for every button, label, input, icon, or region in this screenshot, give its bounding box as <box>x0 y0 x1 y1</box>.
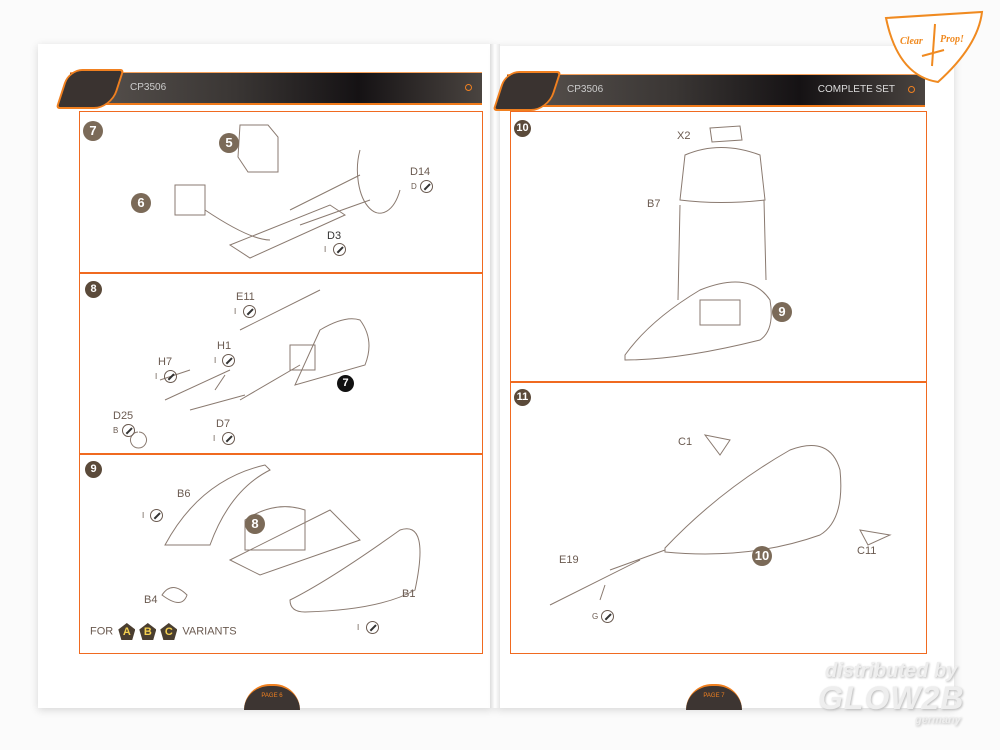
part-label: B1 <box>402 588 416 600</box>
svg-text:Prop!: Prop! <box>940 34 964 45</box>
clear-prop-logo: Clear Prop! <box>884 10 984 84</box>
set-label: COMPLETE SET <box>817 84 895 95</box>
part-label: D14 <box>410 166 431 178</box>
variant-badge-b: B <box>139 623 157 640</box>
left-header-bar: CP3506 <box>55 69 482 109</box>
paint-icon <box>366 621 379 634</box>
product-code: CP3506 <box>130 82 167 93</box>
watermark-line1: distributed by <box>825 660 958 682</box>
subassembly-badge: 10 <box>752 546 772 566</box>
svg-text:Clear: Clear <box>900 36 923 47</box>
part-label: D3 <box>327 230 342 242</box>
product-code: CP3506 <box>567 84 604 95</box>
part-label: B7 <box>647 198 661 210</box>
part-label: H1 <box>217 340 232 352</box>
paint-icon <box>333 243 346 256</box>
paint-icon <box>222 354 235 367</box>
variants-prefix: FOR <box>90 625 114 638</box>
step-badge: 8 <box>85 281 102 298</box>
part-label: E11 <box>236 291 255 303</box>
part-label: B4 <box>144 594 158 606</box>
part-label: X2 <box>677 130 691 142</box>
step-9-panel <box>79 453 483 654</box>
header-dot-icon <box>465 84 472 91</box>
part-label: C11 <box>857 545 877 557</box>
right-page <box>496 46 954 708</box>
watermark-line2: GLOW2B <box>818 680 965 716</box>
step-11-panel <box>510 381 927 654</box>
part-qty: B <box>113 426 119 435</box>
paint-icon <box>122 424 135 437</box>
part-label: H7 <box>158 356 173 368</box>
part-qty: I <box>213 434 216 443</box>
part-qty: I <box>357 623 360 632</box>
part-qty: I <box>214 356 217 365</box>
step-badge: 11 <box>514 389 531 406</box>
step-badge: 7 <box>83 121 103 141</box>
watermark-line3: germany <box>915 714 961 726</box>
booklet-spine <box>490 44 500 708</box>
part-qty: I <box>142 511 145 520</box>
right-header-bar: CP3506 COMPLETE SET <box>492 71 925 111</box>
variant-badge-c: C <box>160 623 178 640</box>
subassembly-badge: 9 <box>772 302 792 322</box>
step-badge: 10 <box>514 120 531 137</box>
part-qty: D <box>411 182 417 191</box>
part-qty: I <box>155 372 158 381</box>
paint-icon <box>222 432 235 445</box>
header-dot-icon <box>908 86 915 93</box>
part-label: C1 <box>678 436 693 448</box>
subassembly-badge: 8 <box>245 514 265 534</box>
paint-icon <box>601 610 614 623</box>
subassembly-badge: 6 <box>131 193 151 213</box>
step-badge: 9 <box>85 461 102 478</box>
part-qty: G <box>592 612 599 621</box>
subassembly-badge: 7 <box>337 375 354 392</box>
paint-icon <box>420 180 433 193</box>
part-label: B6 <box>177 488 191 500</box>
part-label: D7 <box>216 418 231 430</box>
part-qty: I <box>324 245 327 254</box>
variants-suffix: VARIANTS <box>182 625 237 638</box>
variant-badge-a: A <box>118 623 136 640</box>
step-7-panel <box>79 111 483 274</box>
step-10-panel <box>510 111 927 383</box>
paint-icon <box>164 370 177 383</box>
part-label: E19 <box>559 554 579 566</box>
paint-icon <box>150 509 163 522</box>
subassembly-badge: 5 <box>219 133 239 153</box>
part-qty: I <box>234 307 237 316</box>
step-8-panel <box>79 272 483 455</box>
paint-icon <box>243 305 256 318</box>
part-label: D25 <box>113 410 134 422</box>
